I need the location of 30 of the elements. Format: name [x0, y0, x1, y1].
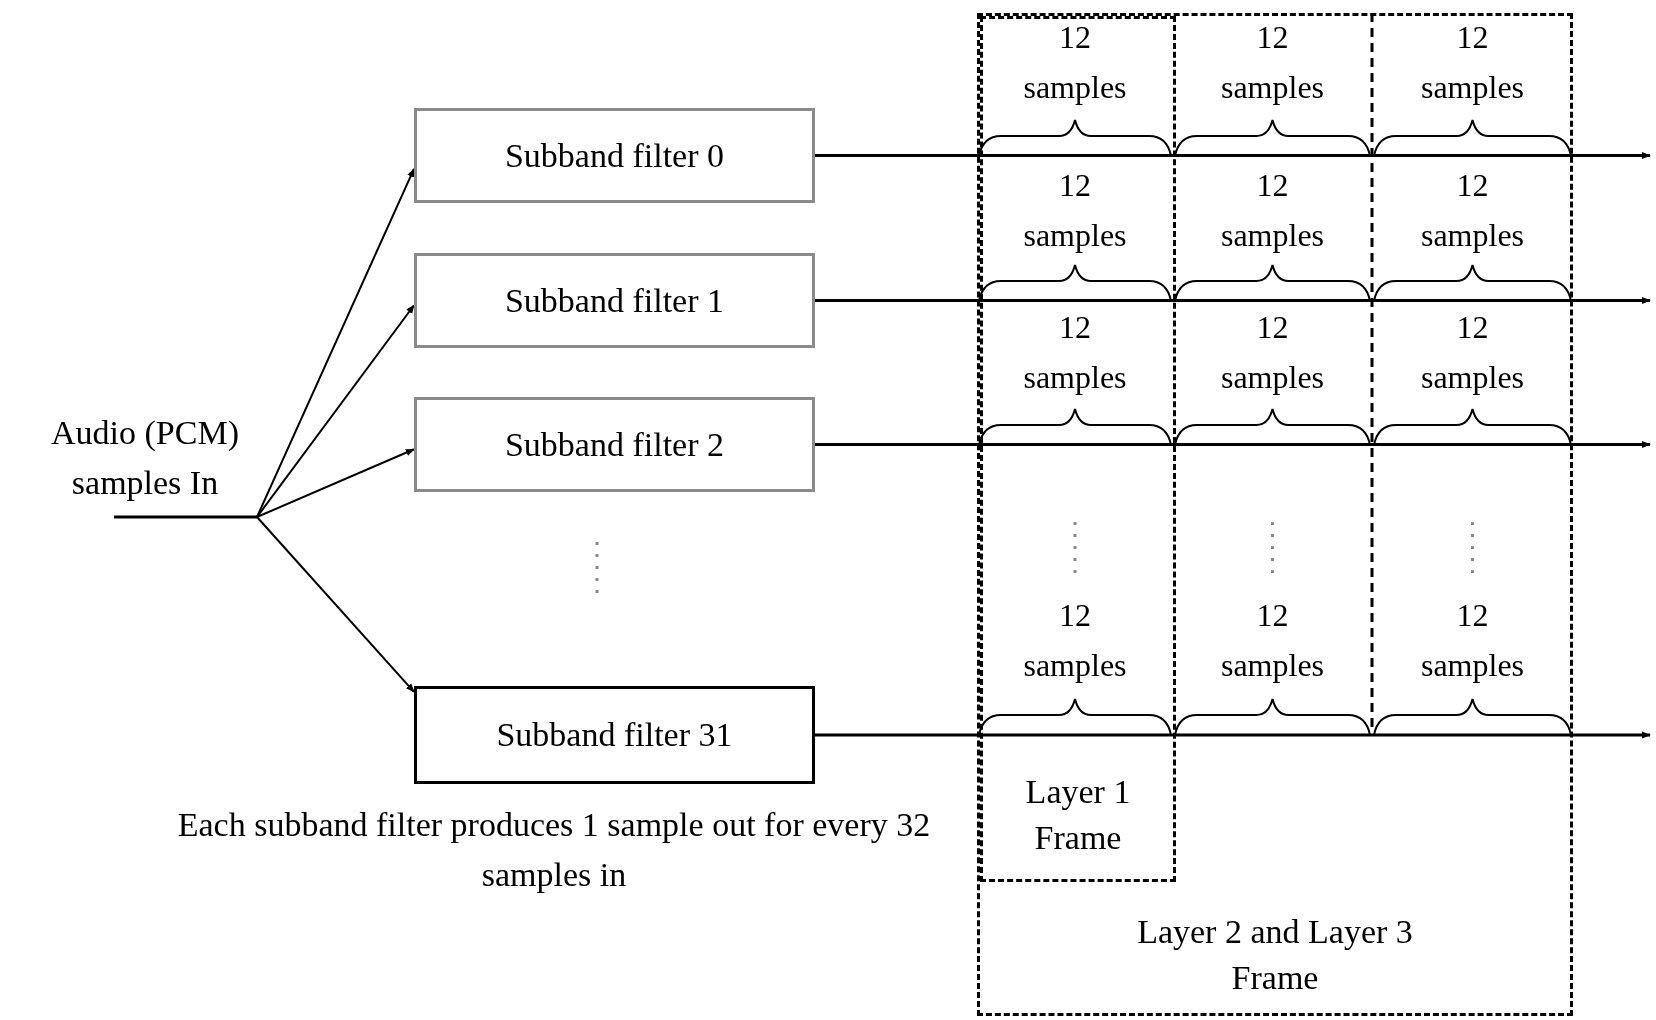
arrow: [815, 151, 1651, 160]
sample-count-label: 12 samples: [1219, 596, 1326, 685]
sample-count-label: 12 samples: [1022, 18, 1128, 107]
note-text: Each subband filter produces 1 sample out for every 32 samples in: [176, 805, 932, 895]
sample-count-label: 12 samples: [1419, 308, 1526, 397]
filter-box: Subband filter 0: [414, 108, 815, 203]
sample-count-label: 12 samples: [1419, 596, 1526, 685]
sample-count-label: 12 samples: [1022, 166, 1128, 255]
frame-label: Layer 2 and Layer 3 Frame: [1136, 912, 1414, 998]
frame-label: Layer 1 Frame: [1024, 772, 1132, 858]
arrow: [256, 448, 415, 518]
filter-box: Subband filter 31: [414, 686, 815, 784]
sample-count-label: 12 samples: [1219, 166, 1326, 255]
sample-count-label: 12 samples: [1022, 308, 1128, 397]
filter-box: Subband filter 2: [414, 397, 815, 492]
sample-count-label: 12 samples: [1419, 166, 1526, 255]
arrow: [815, 296, 1651, 305]
frame-box: [980, 16, 1176, 882]
sample-count-label: 12 samples: [1419, 18, 1526, 107]
arrow: [256, 516, 415, 693]
sample-count-label: 12 samples: [1022, 596, 1128, 685]
sample-count-label: 12 samples: [1219, 308, 1326, 397]
arrow: [815, 731, 1651, 739]
arrow: [256, 167, 415, 518]
frame-box: [977, 13, 1573, 1016]
filter-box: Subband filter 1: [414, 253, 815, 348]
input-label: Audio (PCM) samples In: [10, 408, 280, 517]
sample-count-label: 12 samples: [1219, 18, 1326, 107]
arrow: [256, 304, 415, 518]
arrow: [815, 440, 1651, 449]
